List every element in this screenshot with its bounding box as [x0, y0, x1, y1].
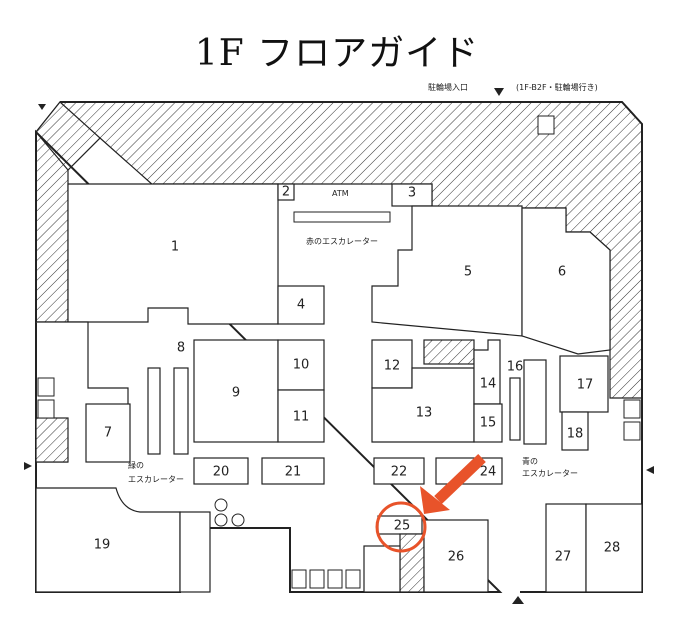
top-entrance-label: 駐輪場入口 [428, 82, 468, 92]
parking-icon [214, 498, 228, 512]
elevator-icon [37, 115, 641, 441]
blue-escalator-label-1: 青の [522, 456, 538, 466]
info-icon [214, 513, 228, 527]
room-13-label: 13 [416, 406, 433, 421]
room-26-label: 26 [448, 550, 465, 565]
room-1-label: 1 [171, 240, 179, 255]
room-22 [373, 457, 425, 485]
room-14 [473, 339, 501, 405]
green-escalator-block [147, 367, 161, 455]
entrance-marker-right [646, 466, 654, 474]
room-6 [521, 207, 611, 355]
stair-block-left [179, 511, 211, 593]
room-22-label: 22 [391, 465, 408, 480]
room-18 [561, 411, 589, 451]
room-9-label: 9 [232, 386, 240, 401]
atm-icon: ATM [332, 189, 349, 198]
room-16-label: 16 [507, 360, 524, 375]
room-8 [173, 367, 189, 455]
entrance-marker-top [494, 88, 504, 96]
room-10 [277, 339, 325, 391]
hatched-center [423, 339, 475, 365]
highlight-circle [375, 501, 427, 553]
room-2 [277, 183, 295, 201]
room-12 [371, 339, 413, 389]
room-19-label: 19 [94, 538, 111, 553]
blue-escalator-block [523, 359, 547, 445]
room-5 [371, 205, 523, 337]
room-2-label: 2 [282, 185, 290, 200]
room-10-label: 10 [293, 358, 310, 373]
room-14-label: 14 [480, 377, 497, 392]
room-20-label: 20 [213, 465, 230, 480]
hatched-left [35, 417, 69, 463]
room-21 [261, 457, 325, 485]
highlight-arrow [420, 454, 486, 514]
aed-icon [231, 513, 245, 527]
room-24-label: 24 [480, 465, 497, 480]
stairs [363, 545, 401, 593]
blue-escalator-label-2: エスカレーター [522, 469, 578, 478]
top-entrance-note: (1F-B2F・駐輪場行き) [516, 82, 598, 92]
room-25-label: 25 [394, 519, 411, 534]
room-4-label: 4 [297, 298, 305, 313]
hatched-entry [35, 101, 101, 171]
green-escalator-label-2: エスカレーター [128, 475, 184, 484]
red-escalator-label: 赤のエスカレーター [306, 237, 378, 246]
entrance-marker-bottom [512, 596, 524, 604]
room-11-label: 11 [293, 410, 310, 425]
room-7 [85, 403, 131, 463]
room-5-label: 5 [464, 265, 472, 280]
room-12-label: 12 [384, 359, 401, 374]
room-8-label: 8 [177, 341, 185, 356]
room-4 [277, 285, 325, 325]
room-7-label: 7 [104, 426, 112, 441]
room-16 [509, 377, 521, 441]
room-9 [193, 339, 279, 443]
red-escalator [293, 211, 391, 223]
entrance-marker-topleft [38, 104, 46, 110]
room-18-label: 18 [567, 427, 584, 442]
green-escalator-label-1: 緑の [128, 460, 144, 470]
room-27-label: 27 [555, 550, 572, 565]
room-3-label: 3 [408, 186, 416, 201]
room-21-label: 21 [285, 465, 302, 480]
room-6-label: 6 [558, 265, 566, 280]
room-15 [473, 403, 503, 443]
room-17 [559, 355, 609, 413]
toilet-icon [291, 569, 361, 589]
room-27 [545, 503, 587, 593]
room-28 [585, 503, 643, 593]
room-17-label: 17 [577, 378, 594, 393]
entrance-marker-left [24, 462, 32, 470]
page-title: 1F フロアガイド [194, 33, 480, 74]
room-11 [277, 389, 325, 443]
room-1 [67, 183, 279, 325]
room-15-label: 15 [480, 416, 497, 431]
room-26 [423, 519, 489, 593]
room-28-label: 28 [604, 541, 621, 556]
room-20 [193, 457, 249, 485]
